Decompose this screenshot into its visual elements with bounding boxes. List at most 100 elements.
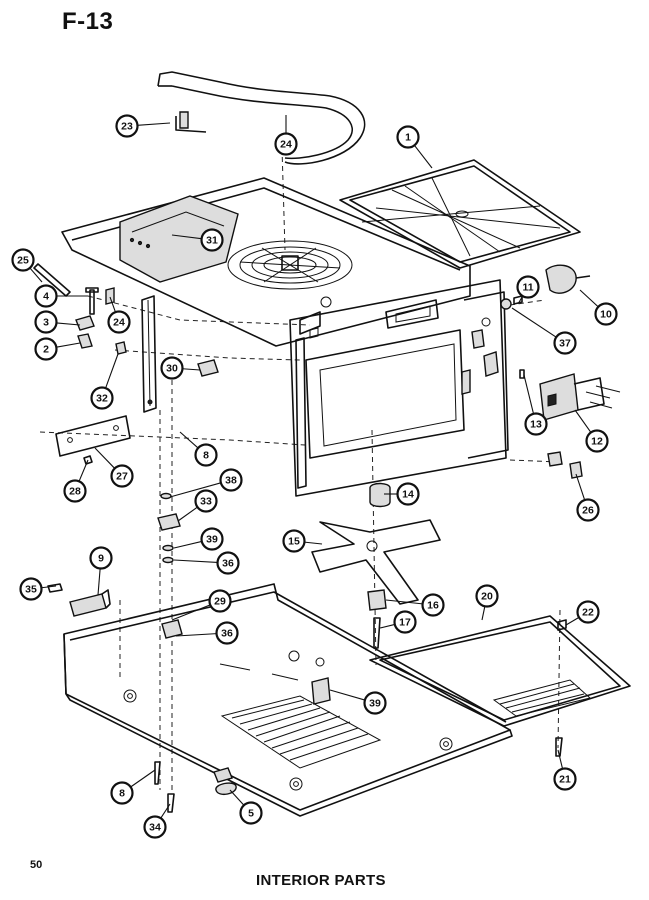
base-plate	[63, 583, 513, 817]
callout-bubble	[396, 482, 420, 506]
callout-26: 26	[575, 473, 600, 522]
callout-label: 10	[600, 309, 612, 321]
callout-label: 24	[280, 139, 292, 151]
callout-label: 38	[225, 475, 237, 487]
callout-8: 8	[110, 769, 156, 805]
callout-16: 16	[385, 593, 445, 617]
callout-leader	[173, 559, 218, 563]
right-top-hardware	[500, 264, 591, 310]
callout-21: 21	[553, 749, 577, 791]
callout-bubble	[19, 577, 43, 601]
callout-30: 30	[160, 356, 201, 380]
callout-label: 17	[399, 617, 411, 629]
callout-label: 8	[203, 450, 209, 462]
callout-label: 20	[481, 591, 493, 603]
callout-leader	[56, 342, 81, 348]
callout-leader	[557, 749, 564, 769]
callout-label: 31	[206, 235, 218, 247]
callout-leader	[517, 295, 524, 305]
callout-label: 27	[116, 471, 128, 483]
callout-leader	[177, 506, 198, 522]
callout-label: 36	[222, 558, 234, 570]
callout-label: 30	[166, 363, 178, 375]
callout-bubble	[553, 331, 577, 355]
callout-24: 24	[107, 296, 131, 334]
callout-label: 36	[221, 628, 233, 640]
assembly-center-lines	[39, 147, 561, 790]
callout-label: 39	[369, 698, 381, 710]
left-hardware	[33, 263, 127, 355]
callout-leader	[481, 606, 486, 621]
callout-bubble	[594, 302, 618, 326]
callout-label: 21	[559, 774, 571, 786]
callout-bubble	[34, 284, 58, 308]
callout-label: 12	[591, 436, 603, 448]
callout-bubble	[110, 781, 134, 805]
callout-bubble	[89, 546, 113, 570]
callout-leader	[78, 459, 89, 482]
callout-label: 28	[69, 486, 81, 498]
callout-32: 32	[90, 353, 119, 410]
callout-label: 33	[200, 496, 212, 508]
callout-label: 9	[98, 553, 104, 565]
callout-label: 16	[427, 600, 439, 612]
callout-39: 39	[173, 527, 224, 551]
callout-leader	[160, 803, 171, 819]
callout-leader	[229, 789, 245, 806]
callout-bubble	[194, 443, 218, 467]
top-cover-panel	[61, 177, 471, 347]
callout-bubble	[393, 610, 417, 634]
callout-label: 1	[405, 132, 411, 144]
callout-33: 33	[177, 489, 218, 522]
glass-tray	[339, 159, 581, 269]
callout-bubble	[216, 551, 240, 575]
callout-28: 28	[63, 459, 89, 503]
left-fastener-stack	[157, 492, 181, 564]
callout-leader	[94, 447, 116, 469]
callout-leader	[329, 689, 366, 701]
callout-leader	[379, 623, 395, 629]
bracket-9	[47, 583, 111, 617]
figure-code: F-13	[62, 8, 114, 35]
callout-24: 24	[274, 115, 298, 156]
callout-leader	[105, 353, 119, 389]
callout-leader	[175, 633, 217, 637]
callout-leader	[304, 541, 323, 545]
callout-bubble	[34, 310, 58, 334]
callout-35: 35	[19, 577, 57, 601]
callout-leader	[173, 540, 202, 549]
callout-leader	[179, 431, 199, 449]
callout-bubble	[553, 767, 577, 791]
callout-label: 2	[43, 344, 49, 356]
callout-8: 8	[179, 431, 218, 467]
callout-label: 8	[119, 788, 125, 800]
callout-bubble	[90, 386, 114, 410]
callout-bubble	[200, 228, 224, 252]
callout-13: 13	[523, 374, 548, 436]
callout-10: 10	[579, 289, 618, 326]
callout-bubble	[524, 412, 548, 436]
cavity-front-frame	[289, 279, 509, 497]
callout-leader	[385, 599, 423, 605]
callout-17: 17	[379, 610, 417, 634]
callout-9: 9	[89, 546, 113, 596]
callout-11: 11	[516, 275, 540, 305]
callout-leader	[523, 374, 535, 414]
callout-label: 23	[121, 121, 133, 133]
callout-bubble	[363, 691, 387, 715]
callout-bubble	[282, 529, 306, 553]
callout-bubble	[421, 593, 445, 617]
callout-leader	[171, 234, 202, 240]
left-side-bracket	[141, 295, 157, 413]
callout-bubble	[396, 125, 420, 149]
callout-22: 22	[565, 600, 600, 626]
callout-leader	[579, 289, 599, 308]
callout-5: 5	[229, 789, 263, 825]
callout-3: 3	[34, 310, 81, 334]
callout-leader	[97, 568, 101, 596]
callout-leader	[413, 144, 433, 169]
callout-label: 29	[214, 596, 226, 608]
callout-bubble	[274, 132, 298, 156]
callout-leader	[182, 368, 201, 371]
callout-label: 32	[96, 393, 108, 405]
